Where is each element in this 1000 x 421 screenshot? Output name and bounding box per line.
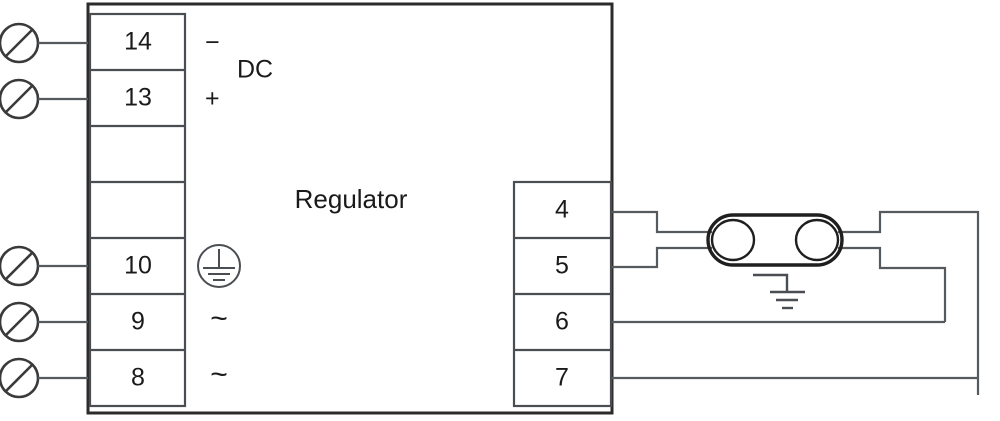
sensor-shield-outline [706,213,844,267]
sensor-contact-left [710,218,756,262]
wire-terminal-5-to-sensor [612,246,712,269]
ac-symbol-terminal-9: ~ [210,302,228,335]
left-terminal-block: 14 13 10 9 8 [88,12,187,408]
shielded-sensor [706,213,844,267]
terminal-number-8: 8 [131,364,145,392]
wire-terminal-4-to-sensor [612,210,712,234]
terminal-number-10: 10 [124,252,152,280]
wire-sensor-bottom-return [838,246,947,322]
terminal-number-9: 9 [131,308,145,336]
screw-slot-icon [5,85,33,113]
ac-symbol-terminal-8: ~ [210,358,228,391]
terminal-number-4: 4 [555,196,569,224]
terminal-number-13: 13 [124,84,152,112]
screw-slot-icon [5,252,33,280]
shield-earth-ground-icon [753,273,805,310]
terminal-number-6: 6 [555,308,569,336]
terminal-number-5: 5 [555,252,569,280]
screw-terminal-group [0,22,88,399]
polarity-label-negative: − [205,29,220,57]
right-terminal-block: 4 5 6 7 [512,180,613,408]
sensor-contact-right [794,218,840,262]
polarity-label-positive: + [205,85,220,113]
screw-slot-icon [5,308,33,336]
terminal-number-7: 7 [555,364,569,392]
screw-slot-icon [5,29,33,57]
device-label-regulator: Regulator [295,184,408,214]
protective-earth-icon [197,244,241,288]
supply-type-label-dc: DC [237,56,273,84]
left-terminal-block-outline [88,12,187,408]
terminal-number-14: 14 [124,28,152,56]
screw-slot-icon [5,364,33,392]
wire-sensor-top-return [838,210,980,395]
